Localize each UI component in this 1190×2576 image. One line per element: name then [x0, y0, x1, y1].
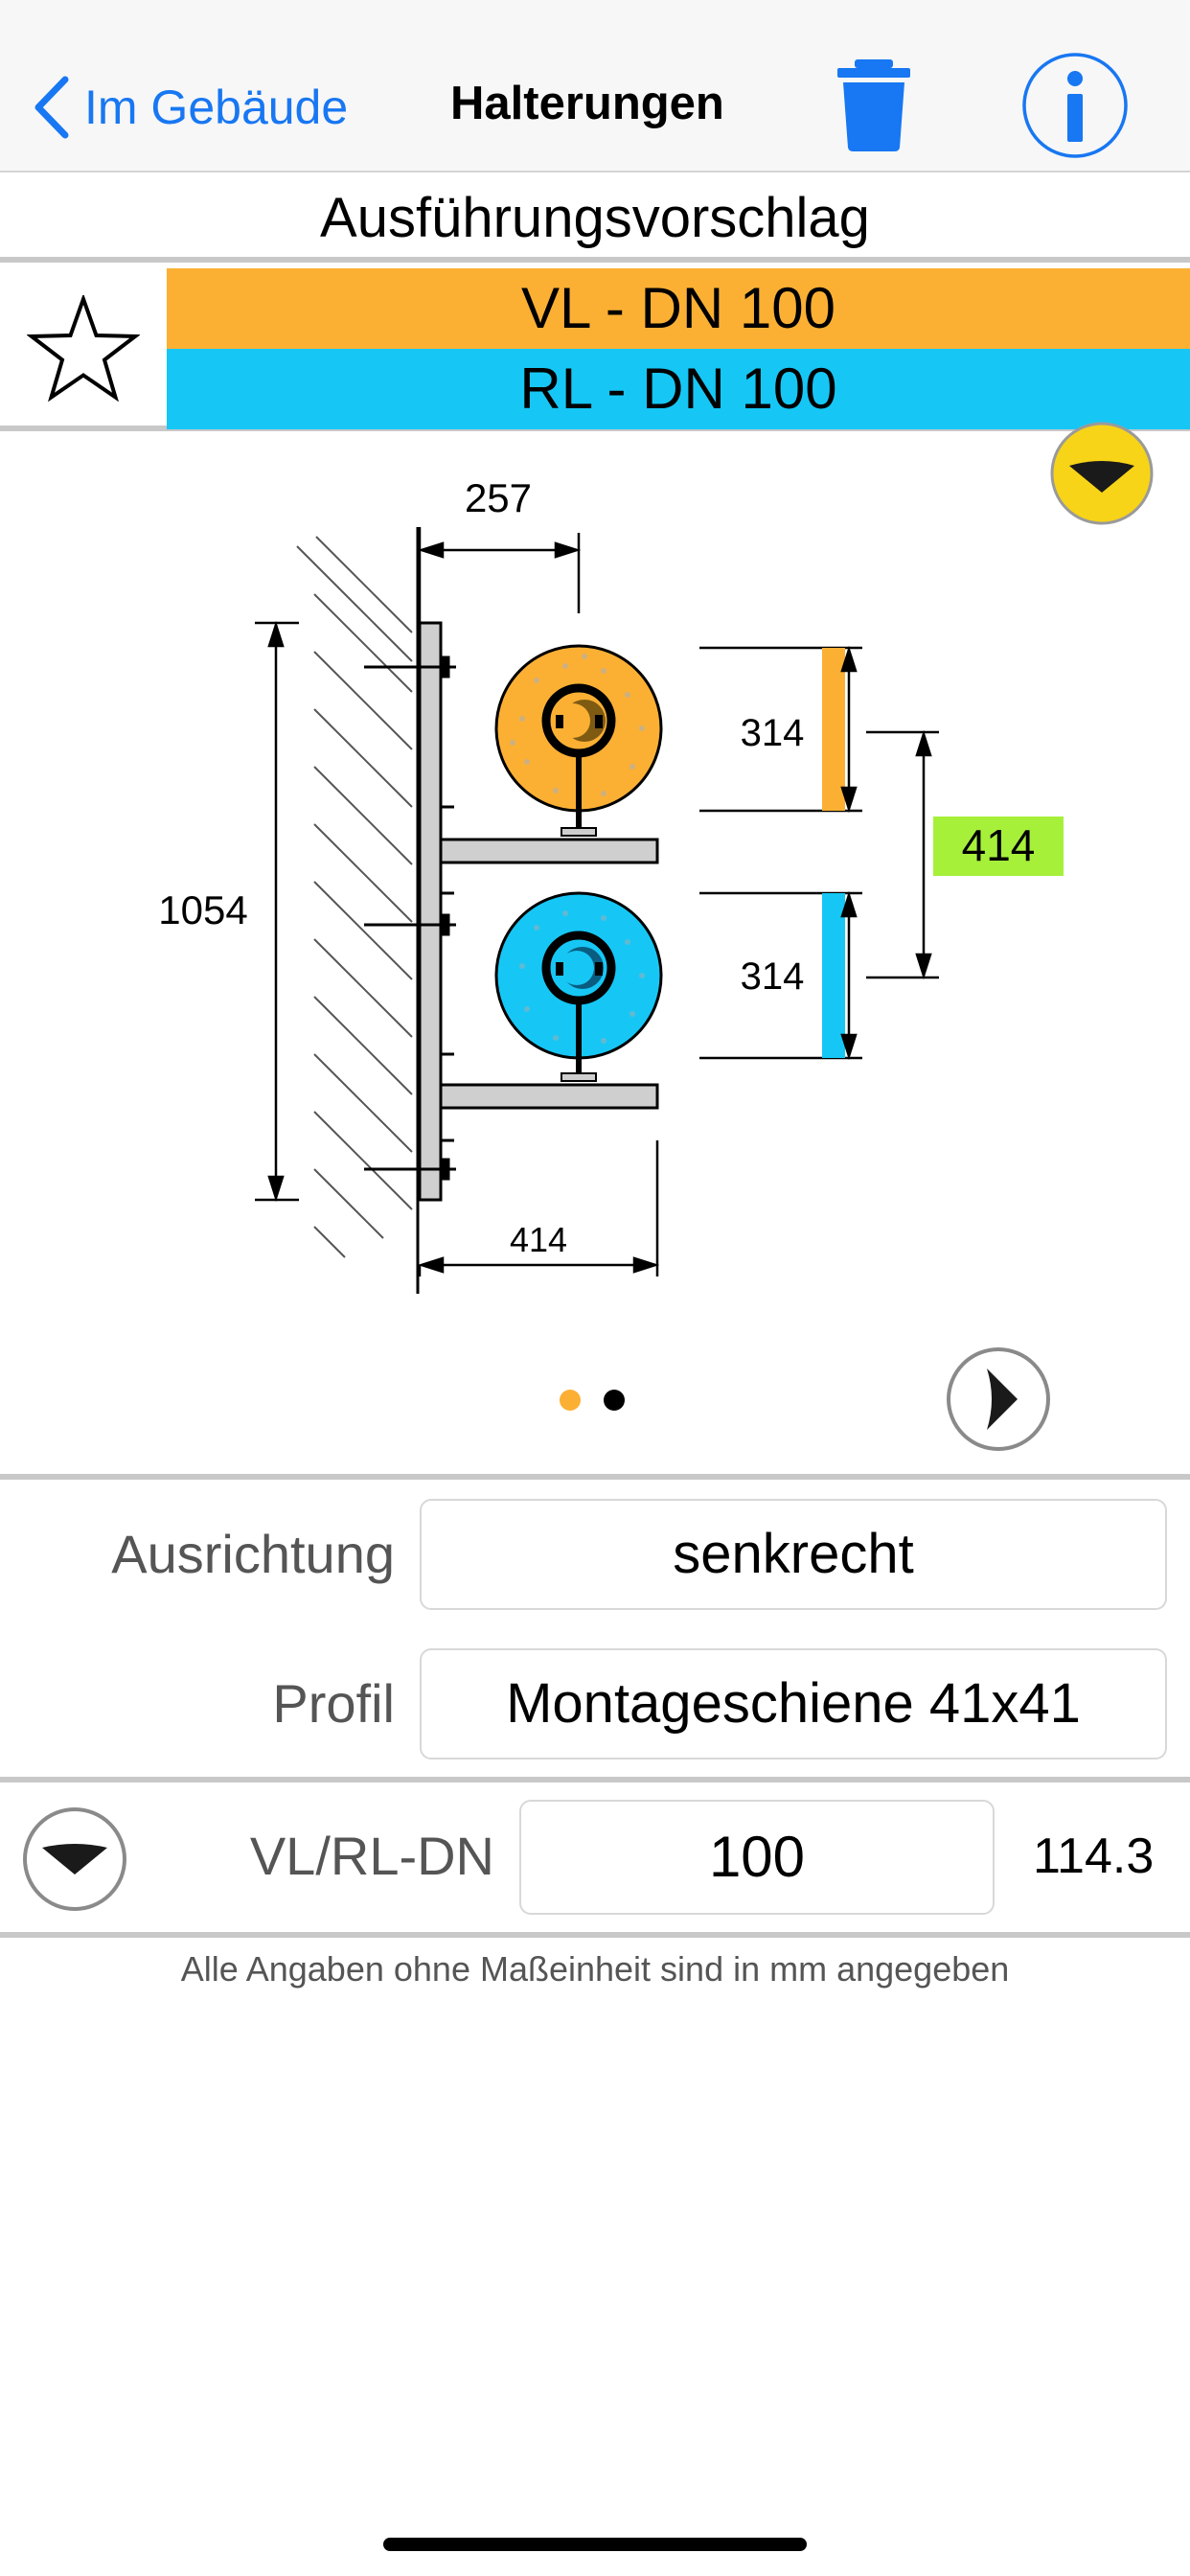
- dim-height: 1054: [158, 887, 247, 932]
- page-dot-active[interactable]: [560, 1390, 581, 1411]
- chevron-down-icon: [42, 1844, 107, 1874]
- upper-bracket: [439, 838, 659, 864]
- profile-row: Profil Montageschiene 41x41: [0, 1644, 1190, 1763]
- page-dot[interactable]: [604, 1390, 625, 1411]
- page-indicator[interactable]: [560, 1390, 625, 1413]
- section-divider: [0, 1932, 1190, 1938]
- dim-insulation-top: 314: [741, 712, 805, 754]
- supply-pipe: [494, 644, 663, 837]
- info-icon[interactable]: [1021, 52, 1129, 159]
- profile-label: Profil: [272, 1673, 395, 1734]
- trash-icon[interactable]: [837, 59, 910, 151]
- orientation-select[interactable]: senkrecht: [420, 1499, 1167, 1610]
- section-divider: [0, 1777, 1190, 1782]
- units-footnote: Alle Angaben ohne Maßeinheit sind in mm …: [180, 1949, 1010, 1989]
- outer-diameter-value: 114.3: [1033, 1828, 1155, 1884]
- return-pipe-label: RL - DN 100: [167, 349, 1190, 429]
- return-pipe: [494, 891, 663, 1082]
- chevron-left-icon: [34, 76, 69, 139]
- dim-spacing: 414: [962, 820, 1036, 870]
- bracket-drawing: 257 1054 314 314 414: [158, 475, 1064, 1294]
- back-button[interactable]: Im Gebäude: [33, 69, 348, 146]
- back-button-label: Im Gebäude: [84, 80, 349, 134]
- profile-select[interactable]: Montageschiene 41x41: [420, 1648, 1167, 1760]
- section-divider: [0, 1474, 1190, 1480]
- dim-top: 257: [465, 475, 532, 520]
- proposal-title: Ausführungsvorschlag: [0, 174, 1190, 263]
- page-title: Halterungen: [450, 78, 724, 129]
- favorite-button[interactable]: [0, 268, 167, 431]
- dn-input[interactable]: 100: [519, 1800, 995, 1915]
- wall-hatching: [296, 536, 413, 1258]
- dim-insulation-bottom: 314: [741, 955, 805, 998]
- expand-dropdown-button[interactable]: [1048, 420, 1156, 527]
- chevron-right-icon: [987, 1368, 1018, 1430]
- supply-pipe-label: VL - DN 100: [167, 268, 1190, 349]
- navigation-bar: Im Gebäude Halterungen: [0, 0, 1190, 172]
- home-indicator[interactable]: [383, 2538, 807, 2551]
- orientation-label: Ausrichtung: [111, 1524, 395, 1584]
- spacing-highlight: [933, 816, 1064, 876]
- dim-bottom: 414: [510, 1220, 567, 1259]
- next-page-button[interactable]: [945, 1346, 1052, 1453]
- collapse-toggle-button[interactable]: [21, 1806, 128, 1913]
- vertical-rail: [418, 621, 443, 1202]
- star-icon: [27, 295, 140, 402]
- lower-bracket: [439, 1083, 659, 1110]
- dn-label: VL/RL-DN: [249, 1826, 494, 1886]
- chevron-down-icon: [1069, 461, 1134, 493]
- pipe-selection-row: VL - DN 100 RL - DN 100: [0, 268, 1190, 431]
- orientation-row: Ausrichtung senkrecht: [0, 1495, 1190, 1614]
